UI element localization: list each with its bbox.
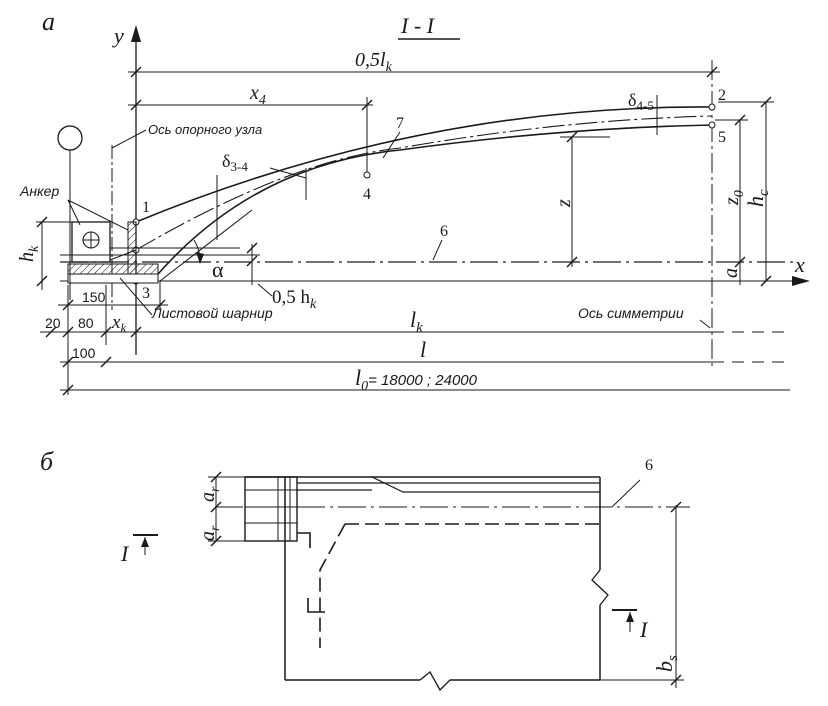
x-axis-label: x — [794, 252, 805, 277]
dim-a: a — [720, 262, 742, 285]
dim-l0: l0= 18000 ; 24000 — [60, 365, 790, 396]
dim-half-hk: 0,5 hk — [246, 242, 317, 312]
dim-x4-label: x4 — [249, 82, 266, 108]
section-mark-left-label: I — [120, 541, 130, 566]
point-3-label: 3 — [142, 285, 150, 302]
point-2-marker — [708, 103, 716, 111]
dim-bs: bs — [600, 501, 684, 688]
chord-top-line — [135, 106, 713, 223]
dim-x4: x4 — [128, 82, 373, 175]
dims-bottom-left: 150 20 80 xk — [40, 281, 168, 395]
section-arrow-left-icon — [141, 537, 149, 547]
dim-bs-label: bs — [652, 655, 681, 672]
anchor-label: Анкер — [19, 183, 59, 199]
alpha-label: α — [212, 257, 224, 282]
delta-45-label: δ4-5 — [628, 90, 654, 113]
leader-6 — [432, 239, 443, 261]
point-5-marker — [708, 121, 716, 129]
point-2-label: 2 — [718, 87, 726, 104]
dim-l-label: l — [420, 337, 426, 362]
dim-lk: lk — [128, 307, 790, 336]
anchor-leader-2 — [67, 199, 81, 226]
delta-45-marker: δ4-5 — [628, 90, 658, 135]
dim-hk: hk — [16, 216, 72, 290]
panel-label-b: б — [40, 447, 54, 476]
section-mark-right: I — [612, 609, 649, 642]
alpha-arrow-icon — [196, 252, 204, 264]
anchor-leader-1 — [67, 199, 129, 231]
chord-axis-line-7 — [135, 115, 713, 251]
section-mark-right-label: I — [639, 617, 649, 642]
dim-z0: z0 — [715, 114, 748, 268]
support-node-leader — [111, 129, 147, 149]
dim-z0-label: z0 — [721, 190, 747, 206]
dim-l: 100 l — [60, 337, 790, 368]
break-bottom — [419, 671, 451, 692]
point-4-label: 4 — [363, 186, 371, 203]
dim-l0-label: l0= 18000 ; 24000 — [355, 365, 478, 394]
leader-7 — [382, 131, 401, 159]
dim-hk-label: hk — [16, 245, 42, 262]
point-5-label: 5 — [718, 129, 726, 146]
y-axis-arrow-icon — [131, 25, 141, 42]
view-a: а I - I y x 0,5lk x4 — [16, 7, 810, 396]
dim-half-hk-label: 0,5 hk — [272, 287, 317, 312]
section-arrow-right-icon — [626, 612, 634, 622]
dim-80-label: 80 — [78, 315, 94, 331]
dim-a-label: a — [720, 268, 742, 278]
delta-34-label: δ3-4 — [222, 151, 248, 174]
upper-chord — [135, 106, 713, 282]
dim-half-span: 0,5lk — [128, 49, 720, 78]
view-b: б 6 — [40, 447, 690, 692]
section-title-i-i: I - I — [400, 13, 436, 38]
symmetry-leader — [699, 319, 711, 329]
dim-100-label: 100 — [72, 345, 96, 361]
chord-bottom-line — [151, 124, 713, 282]
dim-lk-label: lk — [410, 307, 423, 336]
y-axis-label: y — [112, 23, 124, 48]
point-7-label: 7 — [396, 115, 404, 132]
dim-xk-label: xk — [111, 312, 126, 335]
line-6-label-a: 6 — [440, 223, 448, 240]
dim-ar: ar ar — [197, 471, 245, 547]
panel-label-a: а — [42, 7, 55, 36]
dim-20-label: 20 — [45, 315, 61, 331]
sheet-hinge-leader — [119, 277, 153, 316]
sheet-hinge-label: Листовой шарнир — [151, 305, 273, 321]
support-node-axis-label: Ось опорного узла — [148, 122, 262, 137]
dim-ar-upper-label: ar — [197, 486, 223, 502]
line-6-label-b: 6 — [645, 457, 653, 474]
section-mark-left: I — [120, 534, 158, 566]
symmetry-axis-label: Ось симметрии — [578, 305, 684, 321]
break-right — [591, 569, 609, 606]
dim-150-label: 150 — [82, 289, 106, 305]
dim-z: z — [553, 131, 610, 268]
dim-half-span-label: 0,5lk — [355, 49, 393, 75]
delta-34-marker: δ3-4 — [216, 151, 307, 240]
dim-ar-lower-label: ar — [197, 525, 223, 541]
point-4-marker — [363, 171, 371, 179]
lamp-icon — [57, 125, 83, 151]
dim-z-label: z — [553, 199, 575, 208]
point-1-label: 1 — [142, 199, 150, 216]
dim-hc: hc — [718, 96, 774, 287]
support-node-assembly — [60, 209, 260, 284]
dim-hc-label: hc — [743, 189, 772, 207]
x-axis-arrow-icon — [792, 276, 810, 286]
